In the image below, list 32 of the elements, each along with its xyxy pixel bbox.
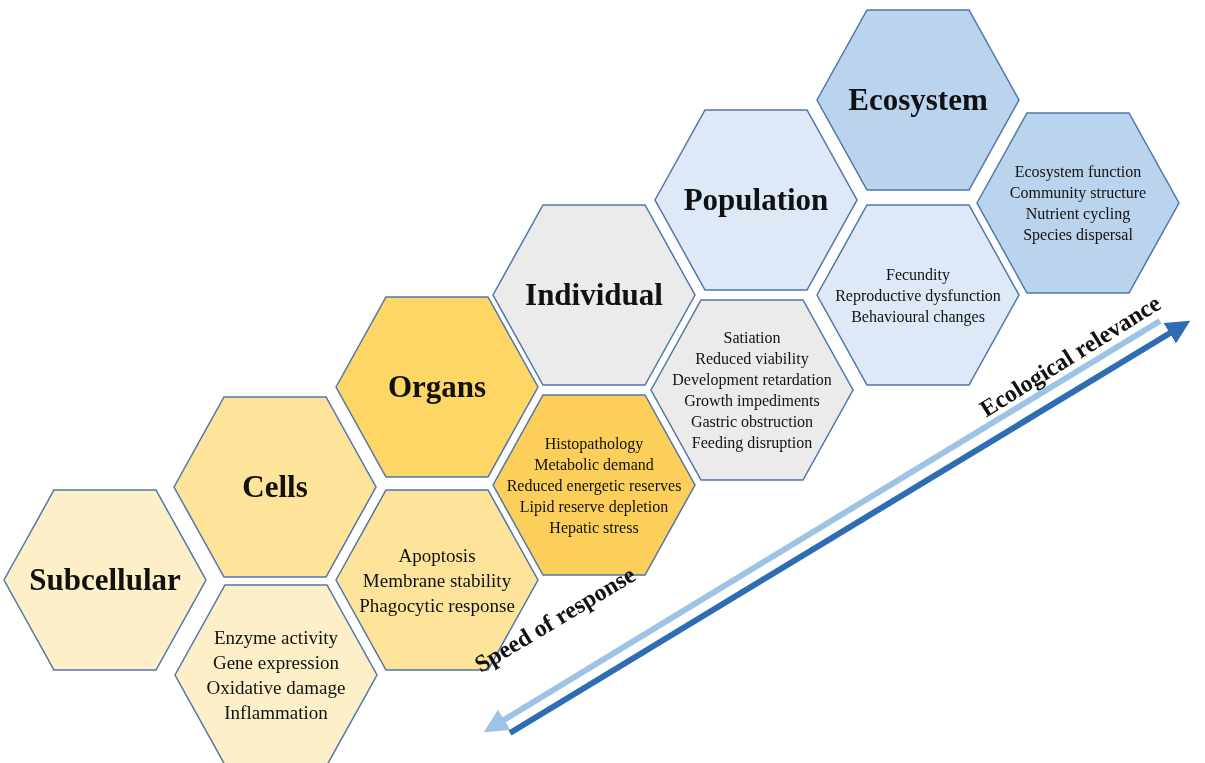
list-item: Satiation: [723, 328, 781, 348]
hexagon: [3, 489, 207, 671]
list-item: Ecosystem function: [1014, 162, 1142, 182]
list-item: Phagocytic response: [359, 593, 515, 618]
level-title: Population: [683, 182, 829, 218]
level-title: Cells: [242, 469, 308, 505]
level-title: Ecosystem: [848, 82, 988, 118]
list-item: Development retardation: [672, 370, 832, 390]
list-item: Enzyme activity: [214, 626, 338, 650]
list-item: Hepatic stress: [549, 517, 639, 538]
list-item: Metabolic demand: [534, 454, 654, 475]
list-item: Reduced energetic reserves: [506, 475, 682, 496]
list-item: Growth impediments: [684, 391, 820, 411]
list-item: Apoptosis: [398, 543, 476, 568]
list-item: Gene expression: [212, 651, 340, 675]
list-item: Behavioural changes: [851, 306, 985, 327]
list-item: Histopathology: [544, 433, 644, 454]
level-title: Organs: [387, 369, 487, 405]
level-title: Individual: [525, 277, 663, 313]
list-item: Species dispersal: [1023, 225, 1133, 245]
list-item: Oxidative damage: [206, 676, 346, 700]
list-item: Lipid reserve depletion: [519, 496, 669, 517]
list-item: Fecundity: [886, 264, 950, 285]
list-item: Gastric obstruction: [690, 412, 814, 432]
list-item: Reduced viability: [695, 349, 809, 369]
list-item: Nutrient cycling: [1025, 204, 1131, 224]
level-title: Subcellular: [29, 562, 181, 598]
list-item: Reproductive dysfunction: [835, 285, 1001, 306]
list-item: Feeding disruption: [691, 433, 813, 453]
list-item: Community structure: [1009, 183, 1147, 203]
list-item: Inflammation: [224, 701, 328, 725]
list-item: Membrane stability: [362, 568, 512, 593]
